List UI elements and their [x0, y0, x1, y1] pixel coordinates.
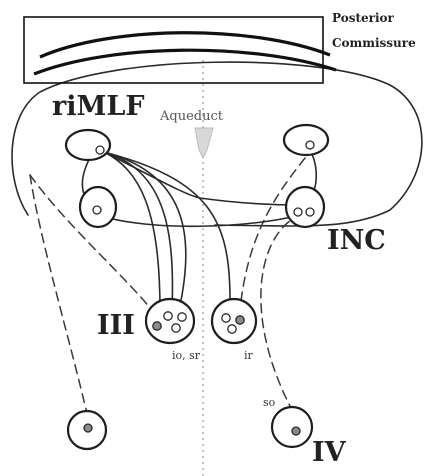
right-rimlf-to-ir-dashed: [239, 157, 306, 311]
commissure-fiber-2: [33, 48, 337, 76]
right-inc-nucleus: [284, 185, 326, 229]
midbrain-outline: [11, 61, 423, 227]
iv-label: IV: [312, 437, 347, 468]
iii-label: III: [97, 310, 135, 341]
right-inc-cell-1: [293, 207, 303, 217]
right-rimlf-cell: [305, 140, 315, 150]
right-iv-cell: [291, 426, 301, 436]
rimlf-label: riMLF: [52, 91, 145, 122]
right-iii-cell-2: [235, 315, 245, 325]
aqueduct-label: Aqueduct: [159, 109, 224, 124]
posterior-commissure-box: [23, 16, 324, 84]
right-inc-cell-2: [305, 207, 315, 217]
rimlf-to-iii-path-3: [103, 151, 187, 316]
right-iii-cell-1: [221, 313, 231, 323]
commissure-fiber-1: [39, 31, 331, 59]
inc-to-so-dashed: [260, 213, 303, 411]
left-iii-cell-2: [163, 311, 173, 321]
left-iii-cell-3: [171, 323, 181, 333]
rimlf-to-iii-path-2: [103, 151, 174, 311]
rimlf-to-iii-path-1: [103, 151, 161, 311]
right-iv-nucleus: [270, 405, 314, 449]
so-label: so: [263, 396, 276, 409]
right-rimlf-nucleus: [282, 123, 330, 157]
rimlf-to-right-inc-path: [103, 151, 301, 206]
rimlf-to-ir-path: [103, 151, 231, 301]
right-iii-nucleus: [210, 297, 258, 345]
ir-label: ir: [244, 349, 254, 362]
inc-label: INC: [327, 225, 386, 256]
commissure-label: Commissure: [332, 36, 416, 50]
left-iii-nucleus: [144, 297, 196, 345]
io-sr-label: io, sr: [172, 349, 201, 362]
left-dashed-to-iii: [29, 174, 159, 319]
left-rimlf-nucleus: [64, 128, 112, 162]
left-iv-cell: [83, 423, 93, 433]
left-inc-to-right-inc-path: [97, 214, 301, 228]
left-iii-cell-1: [152, 321, 162, 331]
right-iii-cell-3: [227, 324, 237, 334]
left-inc-cell: [92, 205, 102, 215]
posterior-label: Posterior: [332, 11, 395, 25]
aqueduct-shape: [194, 127, 214, 160]
left-iii-cell-4: [177, 312, 187, 322]
left-rimlf-cell: [95, 145, 105, 155]
left-dashed-to-bottom-cell: [29, 174, 89, 419]
